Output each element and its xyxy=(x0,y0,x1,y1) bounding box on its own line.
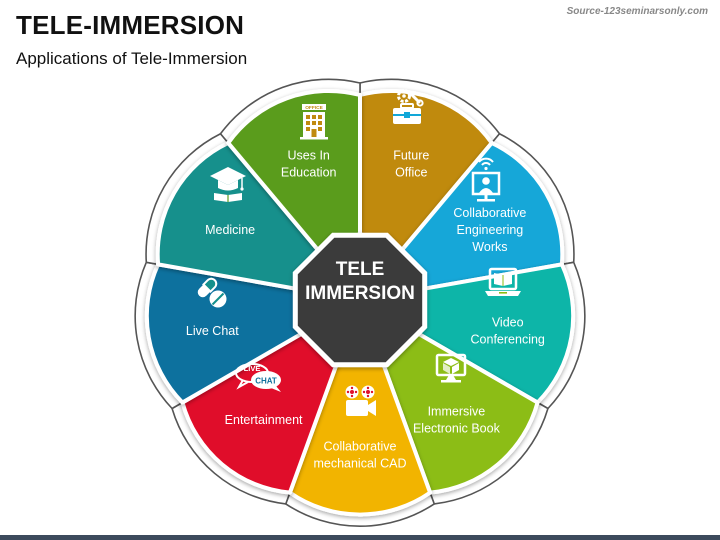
engineering-toolbox-icon xyxy=(393,89,424,124)
petal-labels: FutureOfficeCollaborativeEngineeringWork… xyxy=(186,149,545,471)
live-chat-icon: LIVE CHAT xyxy=(235,363,281,392)
center-octagon xyxy=(292,232,428,368)
petal-label-6-line-1: Entertainment xyxy=(225,413,303,427)
center-label-line-2: IMMERSION xyxy=(305,283,415,304)
petal-label-4-line-2: Electronic Book xyxy=(413,421,501,435)
petal-label-8-line-1: Medicine xyxy=(205,223,255,237)
cad-cube-icon xyxy=(435,353,467,383)
petal-label-5-line-1: Collaborative xyxy=(324,440,397,454)
center-label-line-1: TELE xyxy=(336,259,385,280)
source-credit: Source-123seminarsonly.com xyxy=(566,6,708,17)
icon-layer: OFFICE xyxy=(197,89,521,416)
office-sign-text: OFFICE xyxy=(305,105,323,111)
movie-camera-icon xyxy=(345,385,376,416)
petal-label-9-line-2: Education xyxy=(281,166,337,180)
petal-label-1-line-2: Office xyxy=(395,166,427,180)
petal-label-3-line-1: Video xyxy=(492,316,524,330)
petal-label-2-line-3: Works xyxy=(472,240,507,254)
petal-label-2-line-1: Collaborative xyxy=(453,206,526,220)
chat-icon-chat-text: CHAT xyxy=(255,377,277,386)
petal-label-2-line-2: Engineering xyxy=(457,223,524,237)
page-title: TELE-IMMERSION xyxy=(16,10,245,40)
petal-label-3-line-2: Conferencing xyxy=(471,333,545,347)
petal-label-5-line-2: mechanical CAD xyxy=(313,457,406,471)
graduation-cap-icon xyxy=(210,167,246,202)
laptop-ebook-icon xyxy=(485,267,521,296)
chat-icon-live-text: LIVE xyxy=(244,364,261,373)
footer-bar xyxy=(0,535,720,540)
page-subtitle: Applications of Tele-Immersion xyxy=(16,49,248,68)
petal-9 xyxy=(226,88,362,252)
petal-label-7-line-1: Live Chat xyxy=(186,324,239,338)
petal-group xyxy=(144,88,576,517)
video-conference-icon xyxy=(471,157,501,202)
pills-icon xyxy=(197,276,227,308)
petal-label-4-line-1: Immersive xyxy=(428,404,486,418)
center-node: TELE IMMERSION xyxy=(292,232,428,368)
petal-label-1-line-1: Future xyxy=(393,149,429,163)
petal-label-9-line-1: Uses In xyxy=(288,149,330,163)
office-building-icon: OFFICE xyxy=(300,104,328,140)
